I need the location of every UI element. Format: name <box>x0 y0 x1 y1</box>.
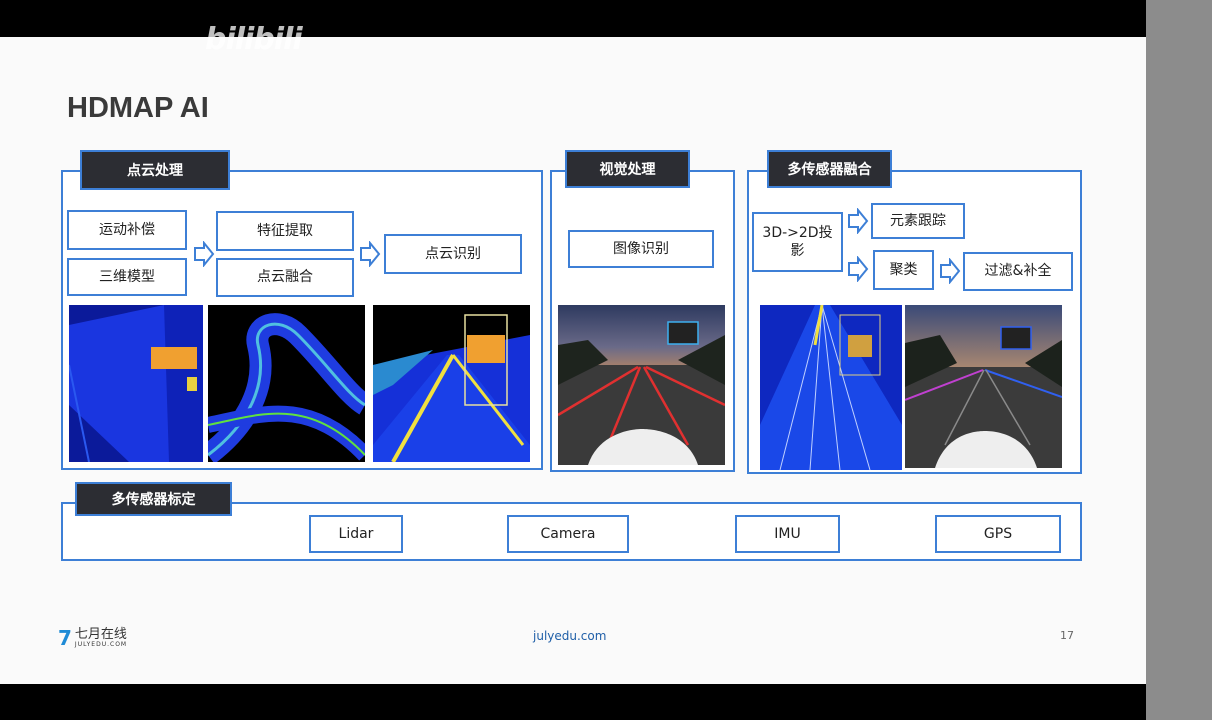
pointcloud-fusion-box: 点云融合 <box>216 258 354 297</box>
filter-complete-box: 过滤&补全 <box>963 252 1073 291</box>
lidar-road-image <box>69 305 203 462</box>
footer-url: julyedu.com <box>533 629 607 643</box>
clustering-box: 聚类 <box>873 250 934 290</box>
image-recognition-box: 图像识别 <box>568 230 714 268</box>
pointcloud-recognition-box: 点云识别 <box>384 234 522 274</box>
right-arrow-icon <box>848 256 869 282</box>
camera-box: Camera <box>507 515 629 553</box>
lidar-box: Lidar <box>309 515 403 553</box>
fusion-camera-image <box>905 305 1062 468</box>
calibration-panel-title: 多传感器标定 <box>75 482 232 516</box>
logo-text-cn: 七月在线 <box>74 626 127 642</box>
3d-to-2d-projection-box: 3D->2D投影 <box>752 212 843 272</box>
right-arrow-icon <box>360 241 381 267</box>
right-arrow-icon <box>940 258 961 284</box>
right-arrow-icon <box>194 241 215 267</box>
right-arrow-icon <box>848 208 869 234</box>
right-side-bar <box>1146 0 1212 720</box>
pointcloud-panel-title: 点云处理 <box>80 150 230 190</box>
gps-box: GPS <box>935 515 1061 553</box>
motion-compensation-box: 运动补偿 <box>67 210 187 250</box>
julyedu-logo: 7 七月在线 JULYEDU.COM <box>58 626 127 650</box>
logo-text-en: JULYEDU.COM <box>74 640 128 648</box>
imu-box: IMU <box>735 515 840 553</box>
lidar-interchange-image <box>208 305 365 462</box>
vision-panel-title: 视觉处理 <box>565 150 690 188</box>
feature-extraction-box: 特征提取 <box>216 211 354 251</box>
camera-road-image <box>558 305 725 465</box>
3d-model-box: 三维模型 <box>67 258 187 296</box>
lidar-recognition-image <box>373 305 530 462</box>
fusion-lidar-image <box>760 305 902 470</box>
slide-title: HDMAP AI <box>67 92 209 124</box>
page-number: 17 <box>1060 629 1074 642</box>
bottom-letterbox <box>0 684 1146 720</box>
top-letterbox <box>0 0 1146 37</box>
fusion-panel-title: 多传感器融合 <box>767 150 892 188</box>
logo-7-icon: 7 <box>58 626 72 650</box>
element-tracking-box: 元素跟踪 <box>871 203 965 239</box>
bilibili-watermark: bilibili <box>205 22 303 57</box>
